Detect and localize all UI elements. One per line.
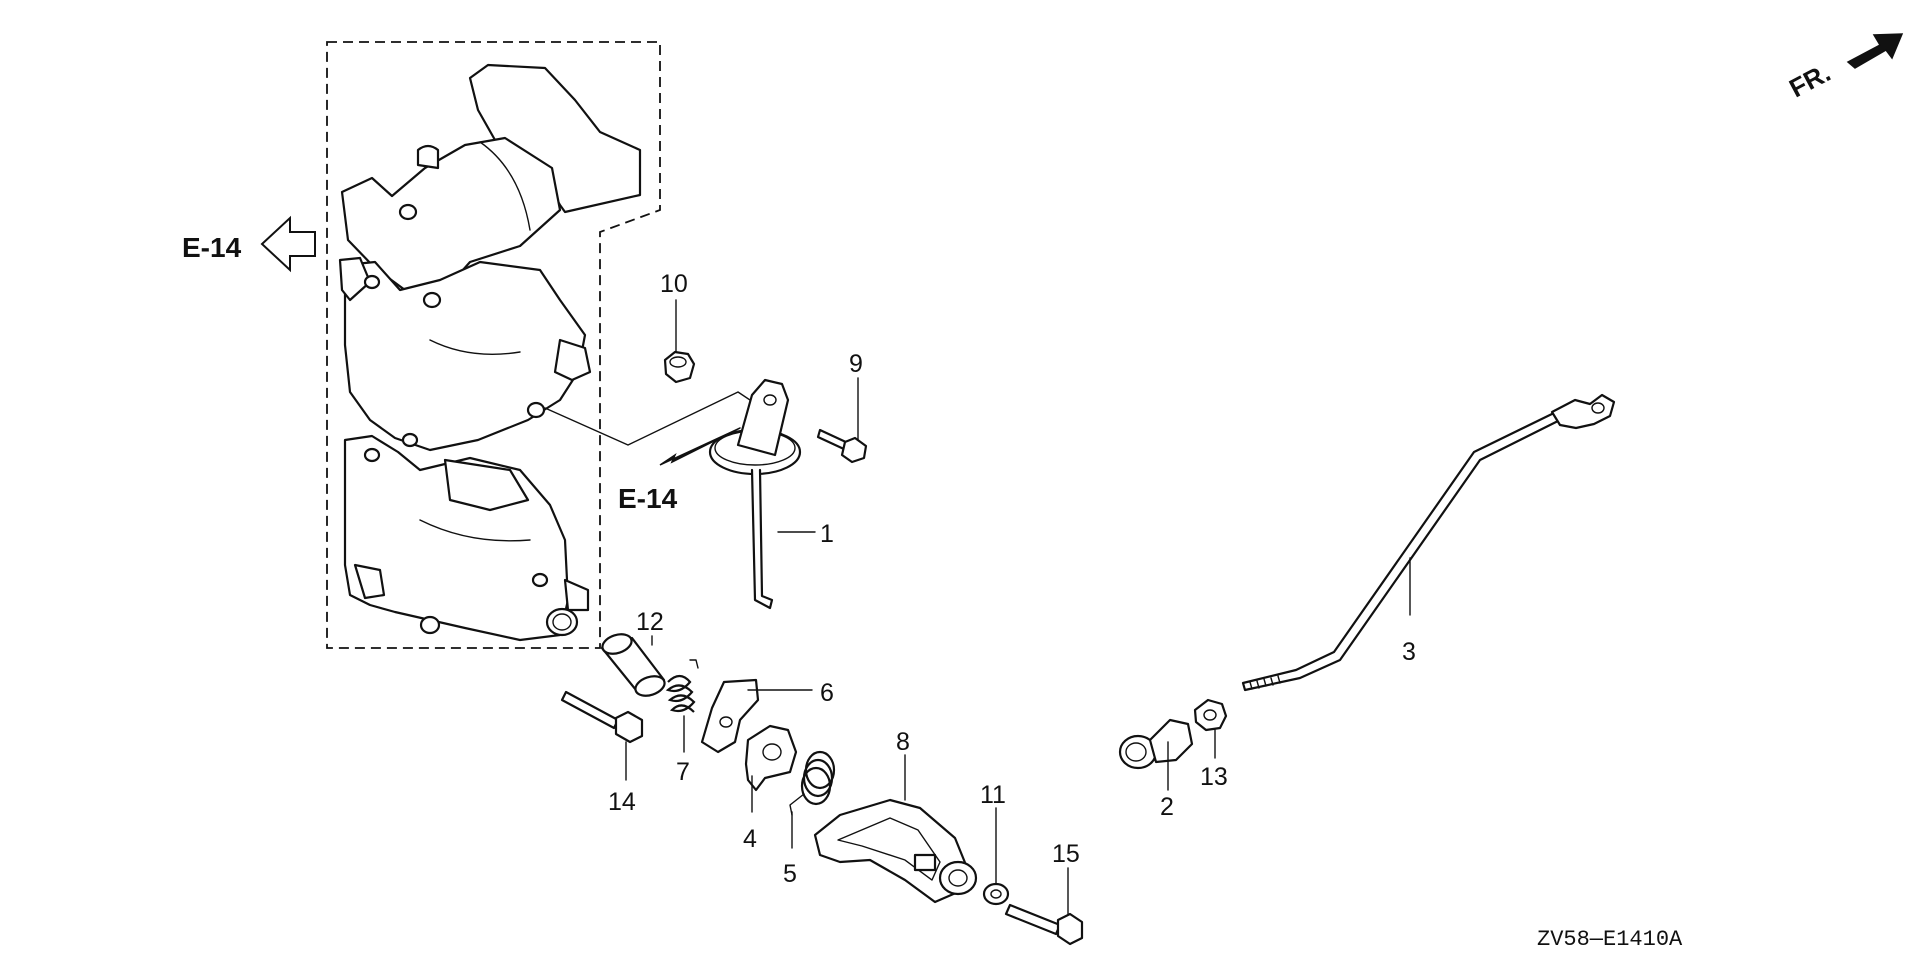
callout-4: 4	[743, 825, 757, 853]
callout-12: 12	[636, 608, 664, 636]
callout-1: 1	[820, 520, 834, 548]
part-3-rod	[1241, 393, 1616, 692]
leader-lines	[625, 299, 1411, 915]
part-8-lever	[813, 798, 978, 904]
callout-7: 7	[676, 758, 690, 786]
callout-8: 8	[896, 728, 910, 756]
callout-10: 10	[660, 270, 688, 298]
part-1-actuator	[708, 378, 802, 610]
ref-left: E-14	[182, 215, 316, 273]
callout-9: 9	[849, 350, 863, 378]
part-2-ball-joint	[1118, 718, 1194, 770]
callout-6: 6	[820, 679, 834, 707]
hollow-arrow-left-icon	[260, 215, 316, 273]
callout-5: 5	[783, 860, 797, 888]
part-14-bolt	[560, 690, 644, 744]
part-4-bracket	[744, 724, 798, 792]
callout-3: 3	[1402, 638, 1416, 666]
front-indicator: FR.	[1784, 33, 1904, 103]
front-arrow-icon	[1846, 33, 1904, 69]
manifold-boundary	[326, 41, 661, 649]
callout-13: 13	[1200, 763, 1228, 791]
part-5-spring	[789, 750, 836, 816]
callout-14: 14	[608, 788, 636, 816]
intake-manifold	[338, 63, 642, 642]
part-13-nut	[1193, 698, 1228, 732]
part-9-screw	[816, 428, 868, 464]
part-12-collar	[600, 633, 666, 697]
callout-2: 2	[1160, 793, 1174, 821]
ref-middle-label: E-14	[618, 483, 678, 514]
part-6-cam-plate	[700, 678, 760, 754]
front-indicator-label: FR.	[1784, 57, 1835, 103]
part-10-nut	[663, 350, 696, 384]
diagram-code: ZV58—E1410A	[1537, 927, 1683, 952]
callout-11: 11	[980, 781, 1006, 809]
part-15-bolt	[1004, 903, 1084, 946]
callout-15: 15	[1052, 840, 1080, 868]
ref-left-label: E-14	[182, 232, 242, 263]
callouts: 1 2 3 4 5 6 7 8 9 10 11 12 13 14 15	[608, 270, 1416, 888]
part-11-washer	[982, 882, 1010, 906]
part-7-spring	[665, 659, 699, 713]
